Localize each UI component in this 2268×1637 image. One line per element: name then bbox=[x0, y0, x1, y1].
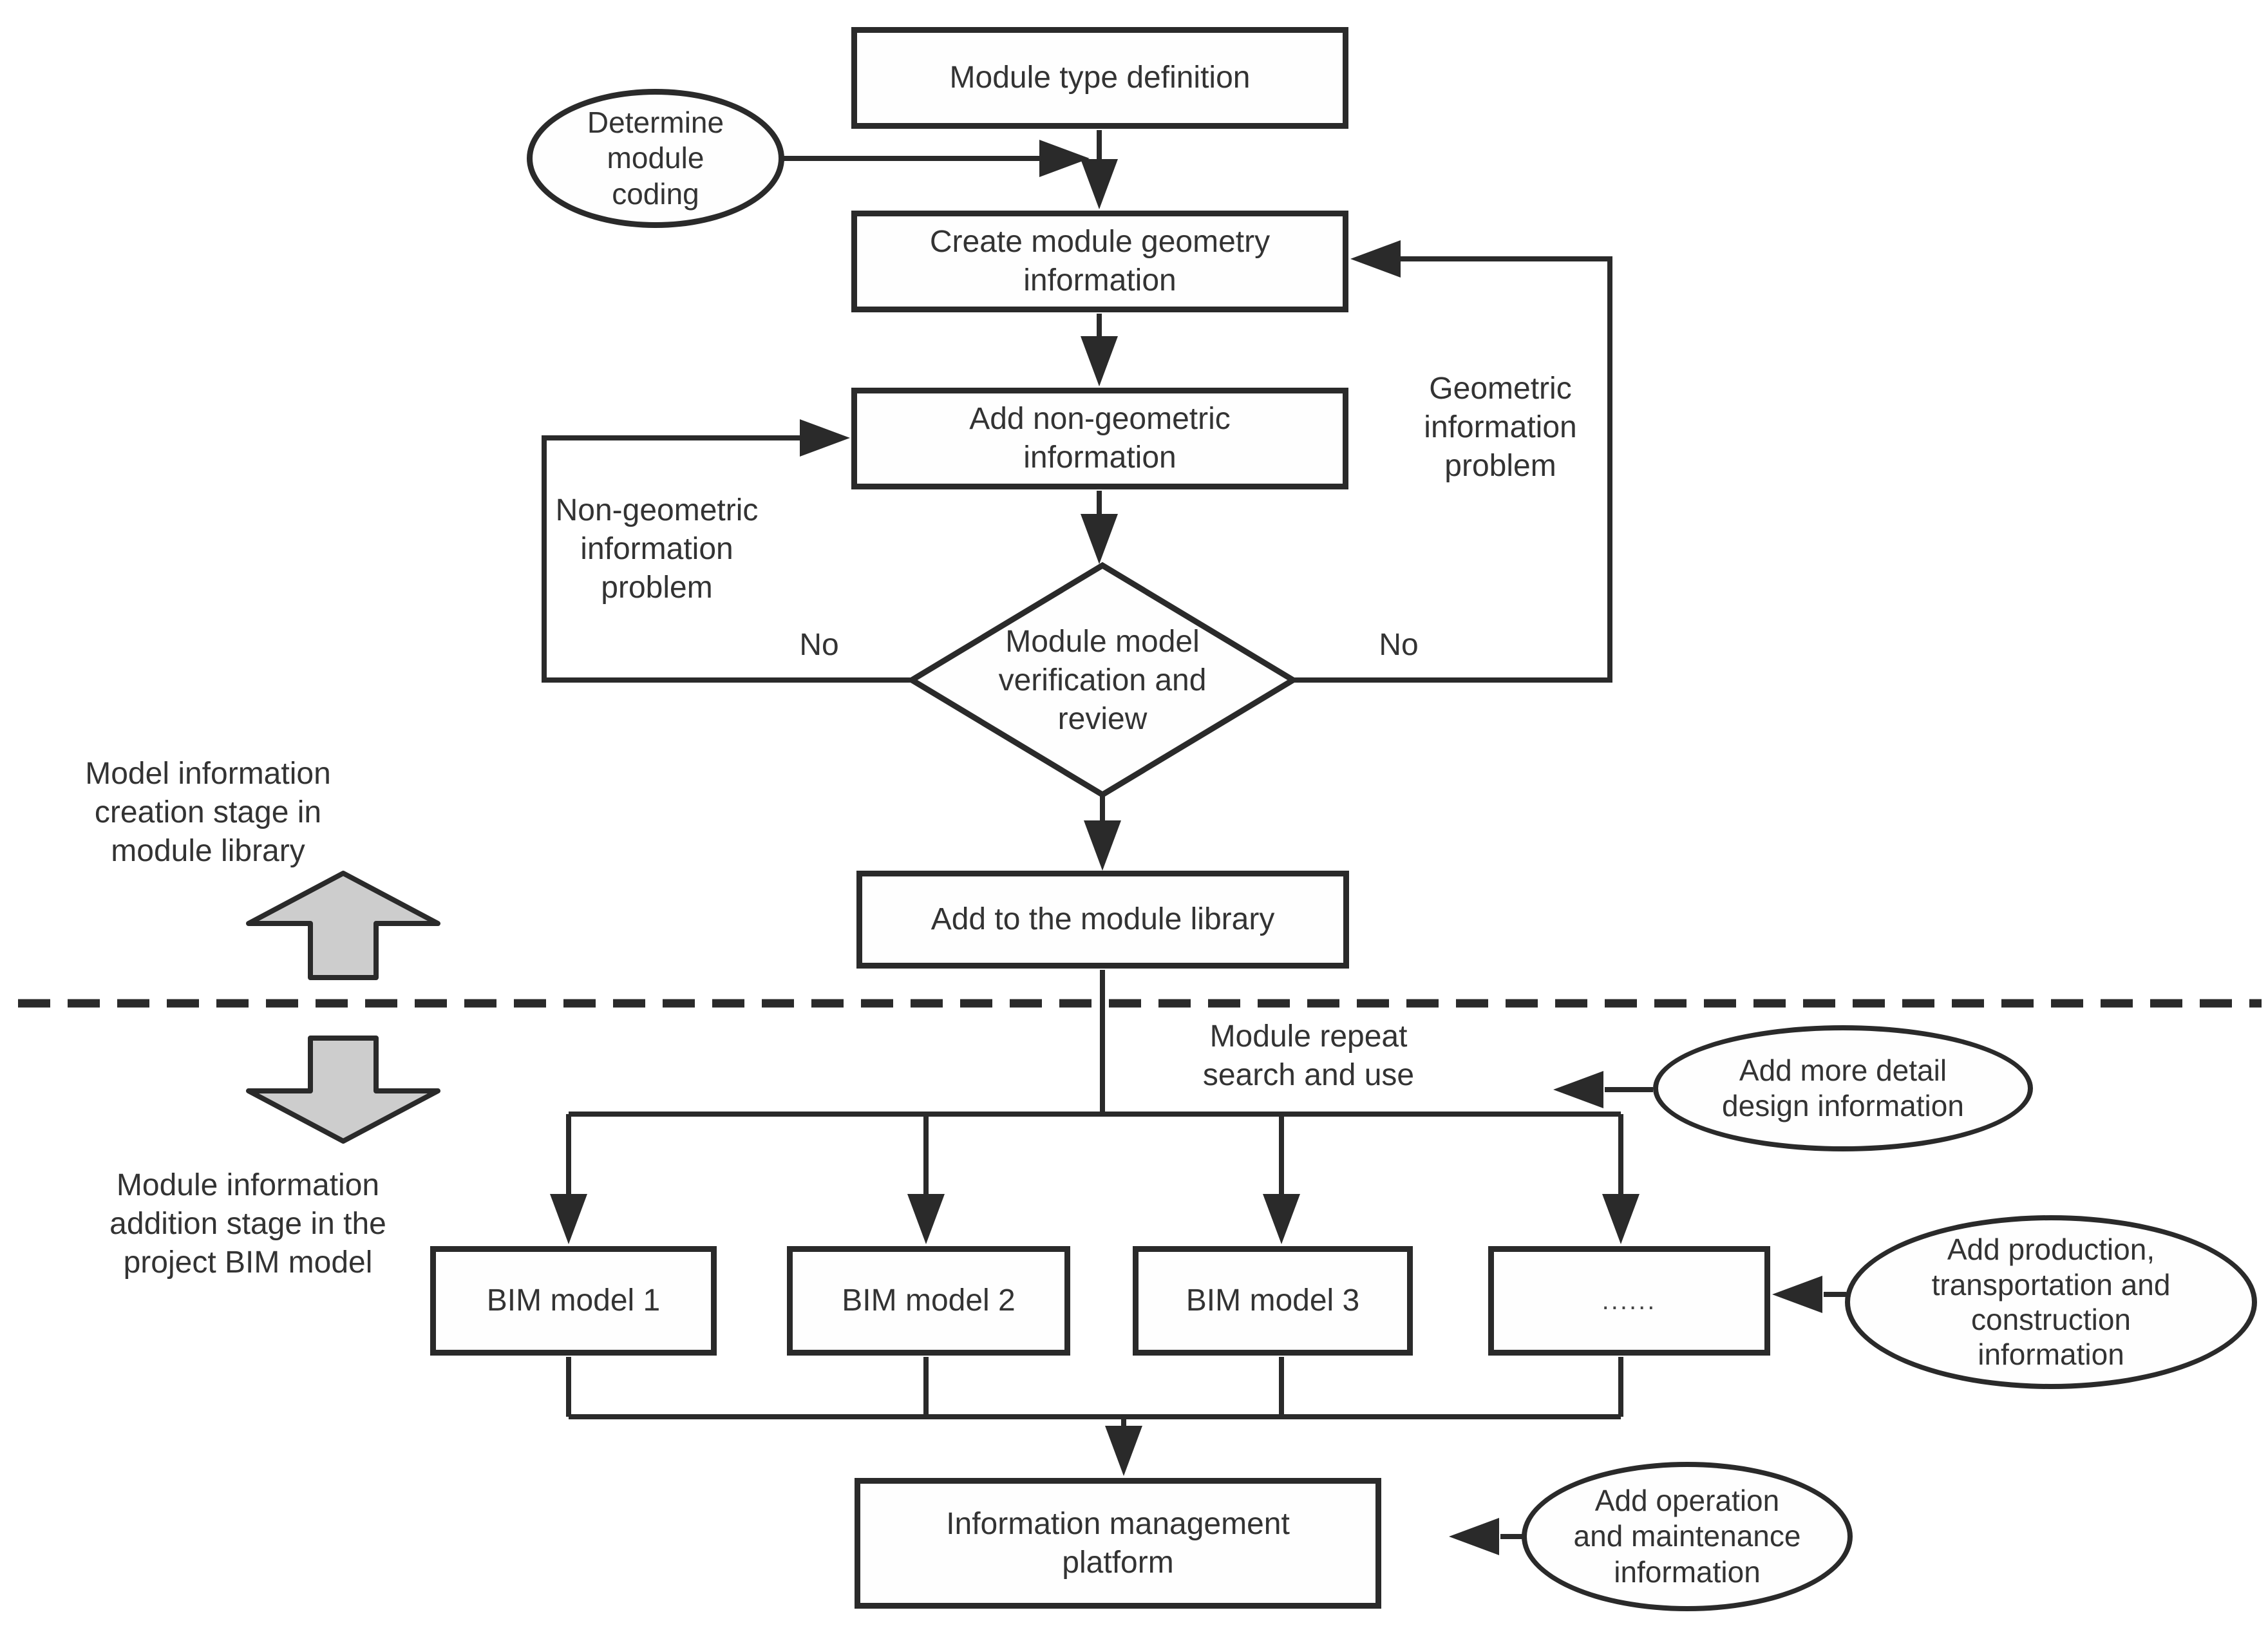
arrowhead-branch-1 bbox=[550, 1194, 587, 1244]
callout-determine-module-coding: Determine module coding bbox=[527, 89, 784, 228]
callout-add-detail-design: Add more detail design information bbox=[1653, 1025, 2033, 1151]
arrowhead-diamond-to-library bbox=[1084, 820, 1121, 871]
label-stage-model-creation: Model information creation stage in modu… bbox=[85, 757, 331, 868]
callout-label: Add production, transportation and const… bbox=[1931, 1233, 2171, 1372]
node-information-platform: Information management platform bbox=[855, 1478, 1381, 1609]
arrowhead-nongeo-to-diamond bbox=[1081, 514, 1118, 564]
node-bim-model-more: ...... bbox=[1488, 1246, 1770, 1356]
loop-geometric-problem bbox=[1294, 256, 1612, 683]
stage-up-block-arrow bbox=[246, 871, 440, 980]
node-label: Module type definition bbox=[949, 61, 1251, 95]
label-no-right: No bbox=[1379, 628, 1419, 662]
label-geometric-problem: Geometric information problem bbox=[1424, 372, 1577, 483]
decision-diamond bbox=[906, 562, 1299, 799]
arrowhead-loop-geometric bbox=[1350, 240, 1401, 278]
stage-down-block-arrow bbox=[246, 1036, 440, 1144]
loop-non-geometric-problem bbox=[542, 435, 911, 683]
callout-add-production-info: Add production, transportation and const… bbox=[1845, 1215, 2257, 1389]
arrowhead-branch-4 bbox=[1602, 1194, 1640, 1244]
node-label: Create module geometry information bbox=[929, 225, 1271, 298]
callout-label: Add more detail design information bbox=[1722, 1053, 1964, 1122]
decision-diamond-label: Module model verification and review bbox=[998, 625, 1207, 736]
node-label: Add non-geometric information bbox=[969, 402, 1231, 475]
label-stage-module-addition: Module information addition stage in the… bbox=[109, 1168, 386, 1280]
arrowhead-geometry-to-nongeo bbox=[1081, 336, 1118, 386]
arrowhead-operation-callout bbox=[1449, 1518, 1499, 1555]
node-label: BIM model 3 bbox=[1186, 1283, 1360, 1318]
arrowhead-platform bbox=[1105, 1426, 1142, 1476]
arrowhead-loop-non-geometric bbox=[800, 419, 850, 457]
arrowhead-type-to-geometry bbox=[1081, 159, 1118, 209]
callout-label: Determine module coding bbox=[587, 106, 724, 211]
arrowhead-detail-callout bbox=[1553, 1071, 1603, 1108]
node-bim-model-1: BIM model 1 bbox=[430, 1246, 717, 1356]
node-label: Information management platform bbox=[946, 1506, 1290, 1580]
node-label: BIM model 2 bbox=[842, 1283, 1016, 1318]
node-add-to-library: Add to the module library bbox=[856, 871, 1349, 969]
node-bim-model-3: BIM model 3 bbox=[1133, 1246, 1413, 1356]
arrowhead-branch-2 bbox=[907, 1194, 945, 1244]
arrowhead-production-callout bbox=[1772, 1276, 1822, 1313]
node-label: Add to the module library bbox=[931, 902, 1275, 936]
node-add-non-geometric: Add non-geometric information bbox=[851, 388, 1348, 489]
arrowhead-coding bbox=[1039, 140, 1090, 177]
node-label: BIM model 1 bbox=[486, 1283, 661, 1318]
node-module-type-definition: Module type definition bbox=[851, 27, 1348, 129]
node-create-geometry: Create module geometry information bbox=[851, 211, 1348, 312]
label-module-repeat-search: Module repeat search and use bbox=[1202, 1019, 1415, 1092]
callout-label: Add operation and maintenance informatio… bbox=[1573, 1484, 1801, 1589]
node-bim-model-2: BIM model 2 bbox=[787, 1246, 1070, 1356]
label-non-geometric-problem: Non-geometric information problem bbox=[555, 493, 759, 605]
node-label: ...... bbox=[1602, 1287, 1657, 1315]
arrowhead-branch-3 bbox=[1263, 1194, 1300, 1244]
label-no-left: No bbox=[799, 628, 839, 662]
callout-add-operation-info: Add operation and maintenance informatio… bbox=[1522, 1462, 1853, 1611]
